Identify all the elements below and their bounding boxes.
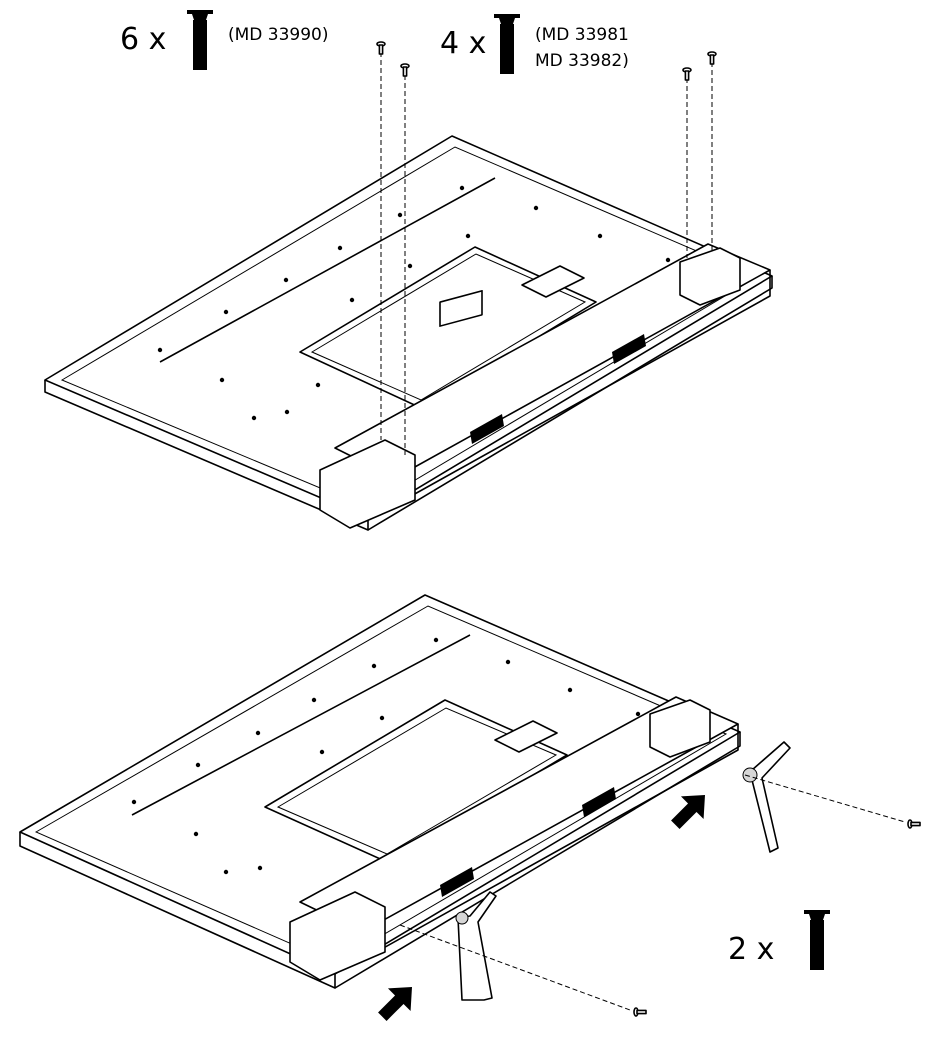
screw-b-part-line1: (MD 33981 xyxy=(535,25,629,45)
screw-a-part: (MD 33990) xyxy=(228,25,329,45)
small-screw-icon xyxy=(400,63,410,77)
screw-b-icon xyxy=(494,14,520,74)
tv-back-panel-bottom xyxy=(19,594,741,989)
small-screw-icon xyxy=(376,41,386,55)
screw-c-qty: 2 x xyxy=(728,932,775,967)
small-screw-icon xyxy=(907,819,921,829)
step1-group xyxy=(44,10,773,531)
screw-a-qty: 6 x xyxy=(120,22,167,57)
screw-b-qty: 4 x xyxy=(440,26,487,61)
small-screw-icon xyxy=(682,67,692,81)
stand-leg-right xyxy=(742,741,921,853)
screw-b-part-line2: MD 33982) xyxy=(535,51,629,71)
arrow-icon xyxy=(671,795,705,829)
small-screw-icon xyxy=(707,51,717,65)
step2-group xyxy=(19,594,921,1021)
screw-c-icon xyxy=(804,910,830,970)
small-screw-icon xyxy=(633,1007,647,1017)
arrow-icon xyxy=(378,987,412,1021)
screw-a-icon xyxy=(187,10,213,70)
step1-guides xyxy=(376,41,717,455)
tv-back-panel-top xyxy=(44,135,773,531)
stand-leg-left xyxy=(399,891,647,1017)
